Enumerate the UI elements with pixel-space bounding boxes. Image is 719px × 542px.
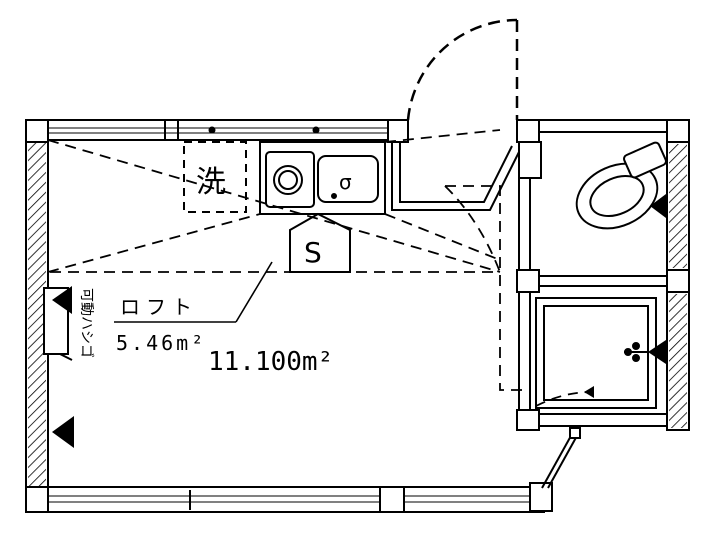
west-wall-hatch bbox=[28, 142, 46, 487]
ladder-arrow-icon bbox=[52, 286, 72, 314]
loft-area: 5.46m² bbox=[116, 331, 206, 355]
shower-wall-hatch bbox=[669, 294, 687, 428]
toilet-vent-icon bbox=[650, 194, 666, 218]
loft-name: ロフト bbox=[120, 295, 198, 319]
toilet-fixture bbox=[575, 141, 667, 230]
north-wall bbox=[48, 119, 409, 143]
balcony-door bbox=[541, 427, 581, 489]
nw-column bbox=[25, 119, 49, 143]
window-arrow-icon bbox=[52, 416, 74, 448]
ladder-label: 可動ハシゴ bbox=[78, 288, 95, 358]
shower-vent-icon bbox=[648, 340, 666, 364]
main-area: 11.100m² bbox=[208, 347, 333, 377]
sw-column bbox=[25, 486, 49, 513]
south-wall bbox=[48, 482, 553, 513]
sink-drain-symbol: σ bbox=[339, 170, 352, 194]
toilet-wall-hatch bbox=[669, 144, 687, 268]
loft-leader-line bbox=[114, 261, 273, 323]
washer-space bbox=[183, 141, 247, 213]
entry-partition bbox=[391, 142, 521, 211]
shower-faucet bbox=[624, 342, 648, 362]
toilet-room-walls bbox=[516, 119, 690, 293]
shoebox-label: S bbox=[304, 236, 322, 269]
loft-outline bbox=[47, 129, 528, 391]
entrance-door bbox=[406, 18, 519, 121]
shower-door-arrow-icon bbox=[584, 386, 594, 398]
washer-label: 洗 bbox=[196, 165, 226, 200]
kitchen-counter bbox=[259, 141, 386, 215]
